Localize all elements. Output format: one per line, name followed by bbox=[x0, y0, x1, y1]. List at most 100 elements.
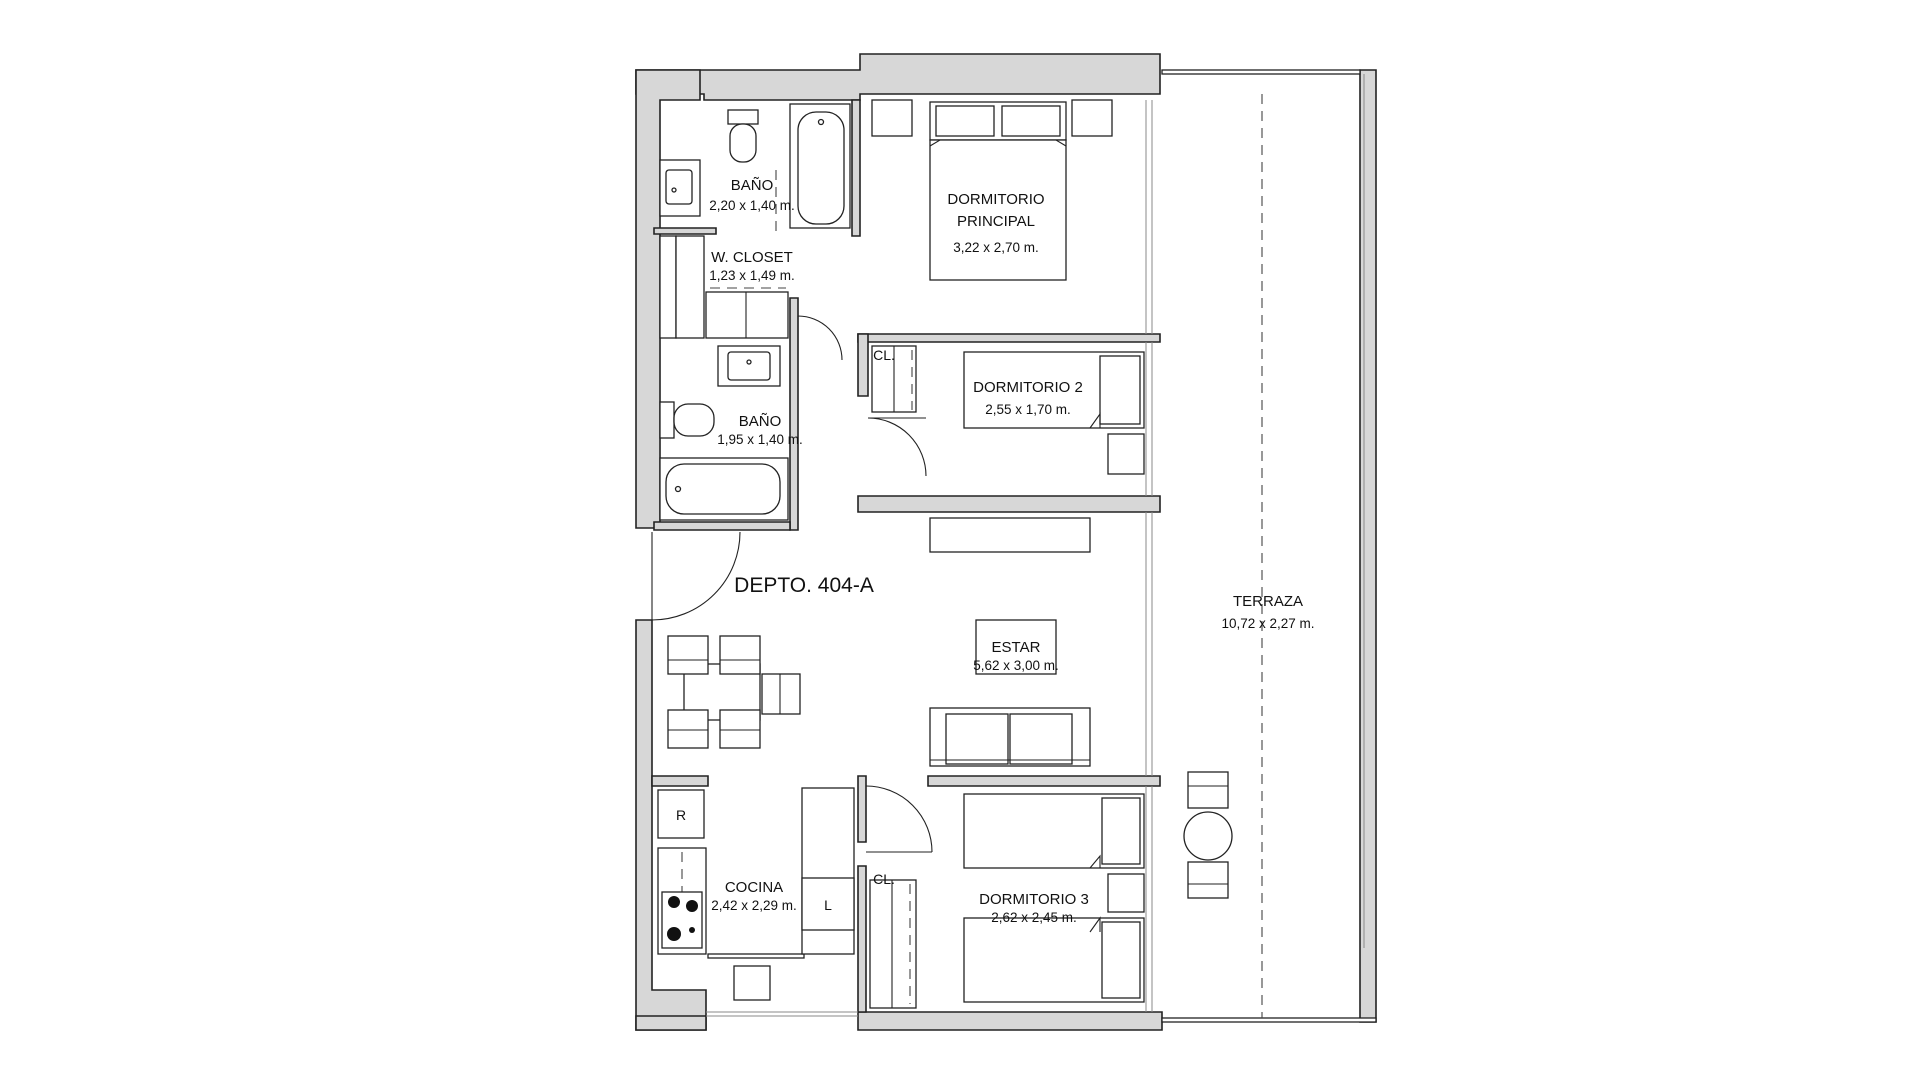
doors bbox=[651, 315, 933, 853]
bed-fold bbox=[1089, 412, 1101, 429]
dorm-3-west-wall bbox=[857, 775, 867, 843]
bedroom-2-dims: 2,55 x 1,70 m. bbox=[985, 402, 1071, 417]
master-bath-fixtures bbox=[659, 103, 851, 229]
dining-furniture bbox=[667, 635, 801, 749]
toilet-tank bbox=[659, 401, 675, 439]
master-bedroom-name-line1: DORMITORIO bbox=[947, 191, 1044, 208]
terrace-name: TERRAZA bbox=[1233, 593, 1303, 610]
coffee-table bbox=[975, 619, 1057, 675]
dorm-2-north-wall bbox=[857, 333, 1161, 343]
toilet-bowl bbox=[673, 403, 715, 437]
walk-in-closet-dims: 1,23 x 1,49 m. bbox=[709, 268, 795, 283]
dorm-3-north-wall bbox=[927, 775, 1161, 787]
sofa-seat bbox=[945, 713, 1009, 765]
terrace-chair bbox=[1187, 771, 1229, 809]
living-room-dims: 5,62 x 3,00 m. bbox=[973, 658, 1059, 673]
kitchen-dims: 2,42 x 2,29 m. bbox=[711, 898, 797, 913]
washer bbox=[801, 877, 855, 931]
terrace-north-edge bbox=[1161, 69, 1361, 75]
door-swing[interactable] bbox=[867, 417, 927, 477]
closet-shelf bbox=[659, 235, 677, 339]
closet-tag: CL. bbox=[873, 871, 895, 887]
pillow bbox=[935, 105, 995, 137]
bed-pillow bbox=[1101, 797, 1141, 865]
bed-fold bbox=[1089, 854, 1101, 869]
nightstand bbox=[871, 99, 913, 137]
burner bbox=[686, 900, 698, 912]
left-wall-upper bbox=[635, 69, 701, 529]
walk-in-closet-name: W. CLOSET bbox=[711, 249, 793, 266]
terrace-south-edge bbox=[1161, 1017, 1377, 1023]
kitchen-counter-wall bbox=[651, 775, 709, 787]
top-wall bbox=[635, 53, 1161, 101]
nightstand bbox=[1071, 99, 1113, 137]
bedroom-3-name: DORMITORIO 3 bbox=[979, 891, 1089, 908]
closet-tag: CL. bbox=[873, 347, 895, 363]
bottom-wall-right bbox=[857, 1011, 1163, 1031]
master-bedroom-dims: 3,22 x 2,70 m. bbox=[953, 240, 1039, 255]
bath-2-east-wall bbox=[789, 297, 799, 531]
bathtub-basin bbox=[665, 463, 781, 515]
bed-sheet bbox=[929, 139, 1067, 147]
chair bbox=[719, 709, 761, 749]
chair bbox=[761, 673, 801, 715]
bedroom-2-furniture bbox=[871, 345, 1145, 475]
burner bbox=[667, 927, 681, 941]
glazing bbox=[706, 74, 1365, 1017]
counter-island bbox=[707, 953, 805, 959]
bath-east-wall bbox=[851, 99, 861, 237]
sink-basin bbox=[665, 169, 693, 205]
terrace-dims: 10,72 x 2,27 m. bbox=[1221, 616, 1314, 631]
kitchen-stool bbox=[733, 965, 771, 1001]
bath-2-fixtures bbox=[659, 345, 789, 521]
master-bedroom-name-line2: PRINCIPAL bbox=[957, 213, 1035, 230]
closet-unit bbox=[869, 879, 917, 1009]
sink-drain bbox=[671, 187, 677, 193]
master-bedroom-furniture bbox=[871, 99, 1113, 281]
terrace-table bbox=[1183, 811, 1233, 861]
burner bbox=[668, 896, 680, 908]
master-bath-name: BAÑO bbox=[731, 177, 774, 194]
bedroom-2-name: DORMITORIO 2 bbox=[973, 379, 1083, 396]
bath-2-dims: 1,95 x 1,40 m. bbox=[717, 432, 803, 447]
toilet-bowl bbox=[729, 123, 757, 163]
bath-2-name: BAÑO bbox=[739, 413, 782, 430]
refrigerator bbox=[657, 789, 705, 839]
tv-console bbox=[929, 517, 1091, 553]
labels: DEPTO. 404-A BAÑO 2,20 x 1,40 m. W. CLOS… bbox=[676, 177, 1315, 925]
sink-drain bbox=[746, 359, 752, 365]
walk-in-closet-fixtures bbox=[659, 170, 789, 339]
stove bbox=[661, 891, 703, 949]
burner bbox=[689, 927, 695, 933]
bath-partition bbox=[653, 227, 717, 235]
bed-pillow bbox=[1099, 355, 1141, 425]
bed-fold bbox=[1089, 916, 1101, 933]
sofa-seat bbox=[1009, 713, 1073, 765]
door-swing[interactable] bbox=[797, 315, 843, 361]
unit-label: DEPTO. 404-A bbox=[734, 574, 874, 597]
entry-door-swing[interactable] bbox=[651, 531, 741, 621]
nightstand bbox=[1107, 433, 1145, 475]
living-room-name: ESTAR bbox=[992, 639, 1041, 656]
bathtub-drain bbox=[674, 485, 682, 493]
kitchen-fixtures bbox=[657, 787, 855, 1001]
chair bbox=[667, 709, 709, 749]
dorm-2-west-wall bbox=[857, 333, 869, 397]
dorm-2-south-wall bbox=[857, 495, 1161, 513]
terrace-east-wall bbox=[1359, 69, 1377, 1023]
kitchen-name: COCINA bbox=[725, 879, 783, 896]
chair bbox=[719, 635, 761, 675]
bottom-wall-left bbox=[635, 1015, 707, 1031]
washer-tag: L bbox=[824, 897, 832, 913]
bed-pillow bbox=[1101, 921, 1141, 999]
terrace-chair bbox=[1187, 861, 1229, 899]
bedroom-3-dims: 2,62 x 2,45 m. bbox=[991, 910, 1077, 925]
dorm-3-west-wall-lower bbox=[857, 865, 867, 1013]
master-bath-dims: 2,20 x 1,40 m. bbox=[709, 198, 795, 213]
double-bed bbox=[929, 139, 1067, 281]
closet-shelf bbox=[675, 235, 705, 339]
door-swing[interactable] bbox=[865, 785, 933, 853]
pillow bbox=[1001, 105, 1061, 137]
bathtub-basin bbox=[797, 111, 845, 225]
